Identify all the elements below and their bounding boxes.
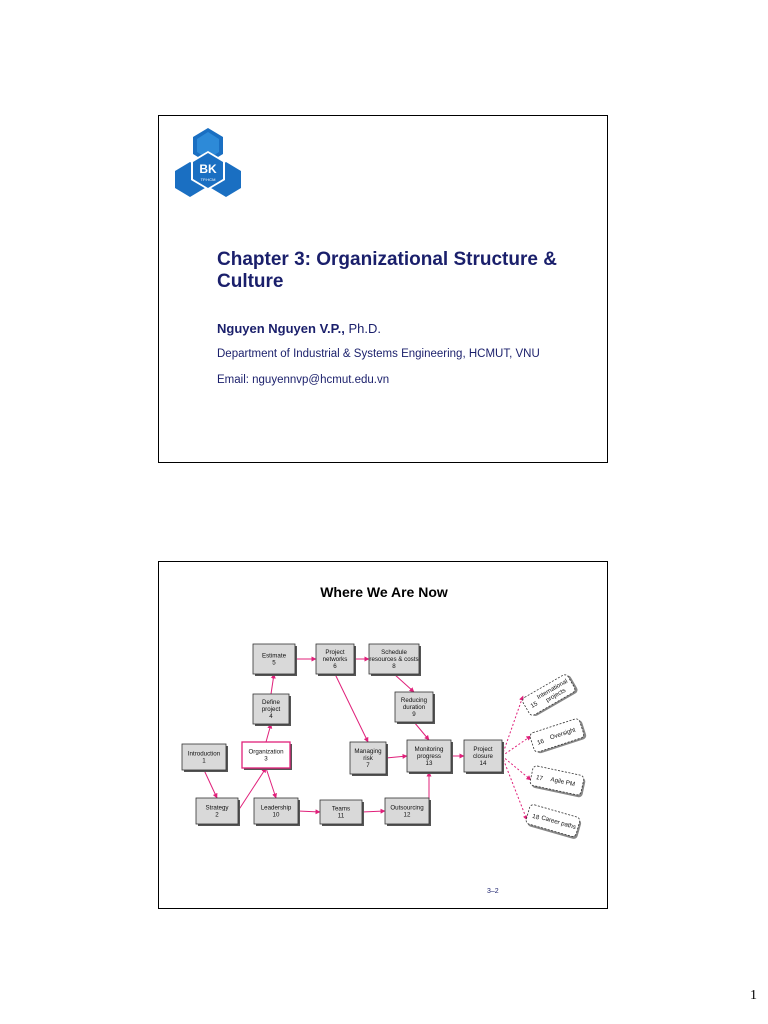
node-label: Strategy [205, 805, 229, 812]
svg-text:BK: BK [199, 162, 217, 176]
node-label: 5 [272, 660, 276, 667]
arrow-define-project-to-estimate [270, 673, 276, 695]
node-label: closure [473, 753, 494, 760]
node-label: 8 [392, 663, 396, 670]
node-label: Monitoring [415, 746, 444, 753]
node-label: 11 [338, 813, 345, 820]
department: Department of Industrial & Systems Engin… [217, 348, 540, 360]
node-label: 1 [202, 758, 206, 765]
node-label: 3 [264, 756, 268, 763]
node-label: 13 [426, 760, 433, 767]
node-label: Leadership [261, 805, 292, 812]
node-label: 6 [333, 663, 337, 670]
node-label: Teams [332, 806, 350, 813]
chapter-title: Chapter 3: Organizational Structure & Cu… [217, 249, 557, 292]
node-label: Organization [248, 749, 284, 756]
arrow-schedule-to-reducing-duration [393, 673, 415, 693]
slide-title: Where We Are Now [320, 584, 448, 600]
node-label: 7 [366, 762, 370, 769]
node-label: Estimate [262, 653, 287, 660]
arrow-managing-risk-to-monitoring-progress [385, 753, 408, 759]
node-label: Outsourcing [390, 805, 424, 812]
arrow-teams-to-outsourcing [361, 808, 386, 814]
node-label: Define [262, 699, 280, 706]
node-label: Reducing [401, 697, 428, 704]
arrow-strategy-to-organization [237, 767, 267, 812]
title-slide: BK TP.HCM Chapter 3: Organizational Stru… [158, 115, 608, 463]
tag-number: 15 [530, 700, 540, 710]
tag-number: 16 [536, 738, 545, 747]
node-label: networks [323, 656, 348, 663]
dashed-arrow-to-international [501, 695, 524, 757]
node-label: duration [403, 704, 426, 711]
arrow-introduction-to-strategy [203, 769, 218, 799]
roadmap-diagram: Estimate5Projectnetworks6Scheduleresourc… [181, 643, 587, 839]
author-name: Nguyen Nguyen V.P., [217, 321, 345, 336]
tag-label: Agile PM [550, 776, 576, 788]
arrow-organization-to-define-project [265, 723, 273, 743]
node-label: 9 [412, 711, 416, 718]
slide-number: 3–2 [487, 888, 499, 895]
node-label: Introduction [188, 751, 221, 758]
bk-logo-icon: BK TP.HCM [175, 128, 241, 197]
node-label: 4 [269, 713, 273, 720]
node-label: 2 [215, 812, 219, 819]
author-degree: Ph.D. [344, 321, 381, 336]
dashed-arrow-to-oversight [501, 735, 532, 757]
email: Email: nguyennvp@hcmut.edu.vn [217, 374, 390, 386]
tag-number: 17 [535, 774, 544, 782]
node-label: progress [417, 753, 441, 760]
node-label: 14 [480, 760, 487, 767]
node-label: Schedule [381, 649, 407, 656]
node-label: 10 [273, 812, 280, 819]
svg-text:TP.HCM: TP.HCM [201, 177, 216, 182]
arrow-organization-to-leadership [265, 767, 277, 799]
tag-number: 18 [531, 813, 540, 822]
node-label: 12 [404, 812, 411, 819]
node-label: Project [473, 746, 493, 753]
tag-agile: 17 Agile PM [529, 765, 586, 798]
node-label: resources & costs [369, 656, 418, 663]
dashed-arrow-to-career [501, 755, 528, 821]
page-number: 1 [750, 988, 757, 1003]
arrow-project-networks-to-managing-risk [334, 673, 369, 743]
node-label: risk [363, 755, 374, 762]
node-label: Managing [354, 748, 382, 755]
arrow-reducing-duration-to-monitoring-progress [413, 721, 430, 741]
author-line: Nguyen Nguyen V.P., Ph.D. [217, 321, 381, 336]
node-label: project [262, 706, 281, 713]
arrow-leadership-to-teams [297, 809, 321, 815]
node-label: Project [325, 649, 345, 656]
